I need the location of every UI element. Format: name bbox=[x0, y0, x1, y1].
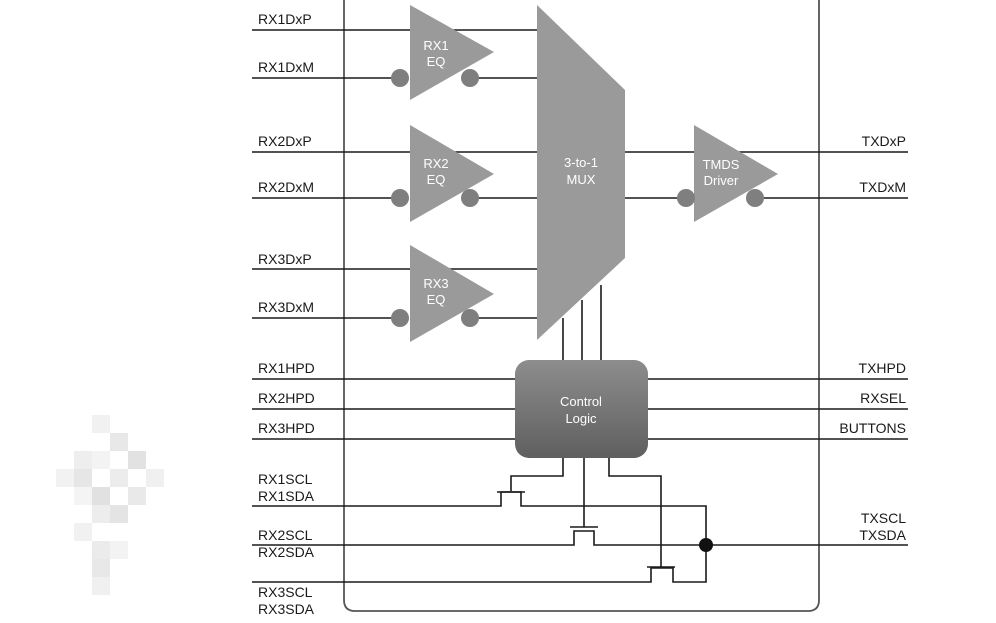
label-rx1-p: RX1DxP bbox=[258, 11, 312, 27]
label-rx1-sda: RX1SDA bbox=[258, 488, 315, 504]
driver-label-line2: Driver bbox=[704, 173, 739, 188]
label-rx-sel: RXSEL bbox=[860, 390, 906, 406]
rx2-eq-label-line2: EQ bbox=[427, 172, 446, 187]
mux-block: 3-to-1 MUX bbox=[537, 5, 625, 340]
driver-label-line1: TMDS bbox=[703, 157, 740, 172]
control-label-line1: Control bbox=[560, 394, 602, 409]
rx2-eq-output-bubble bbox=[461, 189, 479, 207]
label-tx-p: TXDxP bbox=[862, 133, 906, 149]
label-tx-m: TXDxM bbox=[859, 179, 906, 195]
control-logic-block: Control Logic bbox=[515, 360, 648, 458]
label-rx1-scl: RX1SCL bbox=[258, 471, 313, 487]
label-rx1-hpd: RX1HPD bbox=[258, 360, 315, 376]
control-label-line2: Logic bbox=[565, 411, 597, 426]
label-rx3-m: RX3DxM bbox=[258, 299, 314, 315]
rx2-eq-block: RX2 EQ bbox=[391, 125, 494, 222]
label-tx-sda: TXSDA bbox=[859, 527, 906, 543]
rx2-eq-label-line1: RX2 bbox=[423, 156, 448, 171]
driver-output-bubble bbox=[746, 189, 764, 207]
rx3-eq-label-line2: EQ bbox=[427, 292, 446, 307]
output-labels: TXDxP TXDxM TXHPD RXSEL BUTTONS TXSCL TX… bbox=[839, 133, 906, 543]
label-rx3-hpd: RX3HPD bbox=[258, 420, 315, 436]
rx1-eq-label-line2: EQ bbox=[427, 54, 446, 69]
rx1-eq-input-bubble bbox=[391, 69, 409, 87]
label-rx3-sda: RX3SDA bbox=[258, 601, 315, 617]
rx1-eq-label-line1: RX1 bbox=[423, 38, 448, 53]
label-tx-hpd: TXHPD bbox=[859, 360, 906, 376]
mux-label-line1: 3-to-1 bbox=[564, 155, 598, 170]
label-rx2-scl: RX2SCL bbox=[258, 527, 313, 543]
label-rx3-p: RX3DxP bbox=[258, 251, 312, 267]
rx3-eq-input-bubble bbox=[391, 309, 409, 327]
rx1-eq-block: RX1 EQ bbox=[391, 5, 494, 100]
label-rx2-sda: RX2SDA bbox=[258, 544, 315, 560]
rx3-eq-block: RX3 EQ bbox=[391, 245, 494, 342]
label-tx-scl: TXSCL bbox=[861, 510, 906, 526]
label-rx1-m: RX1DxM bbox=[258, 59, 314, 75]
rx1-eq-output-bubble bbox=[461, 69, 479, 87]
device-boundary bbox=[343, 0, 820, 612]
driver-input-bubble bbox=[677, 189, 695, 207]
label-rx2-p: RX2DxP bbox=[258, 133, 312, 149]
label-rx2-m: RX2DxM bbox=[258, 179, 314, 195]
bus-junction-dot bbox=[699, 538, 713, 552]
label-rx3-scl: RX3SCL bbox=[258, 584, 313, 600]
input-labels: RX1DxP RX1DxM RX2DxP RX2DxM RX3DxP RX3Dx… bbox=[258, 11, 315, 617]
label-rx2-hpd: RX2HPD bbox=[258, 390, 315, 406]
rx3-eq-label-line1: RX3 bbox=[423, 276, 448, 291]
tmds-driver-block: TMDS Driver bbox=[677, 125, 778, 222]
mux-label-line2: MUX bbox=[567, 172, 596, 187]
pixelated-artifact bbox=[56, 415, 164, 595]
rx2-eq-input-bubble bbox=[391, 189, 409, 207]
rx3-eq-output-bubble bbox=[461, 309, 479, 327]
label-buttons: BUTTONS bbox=[839, 420, 906, 436]
